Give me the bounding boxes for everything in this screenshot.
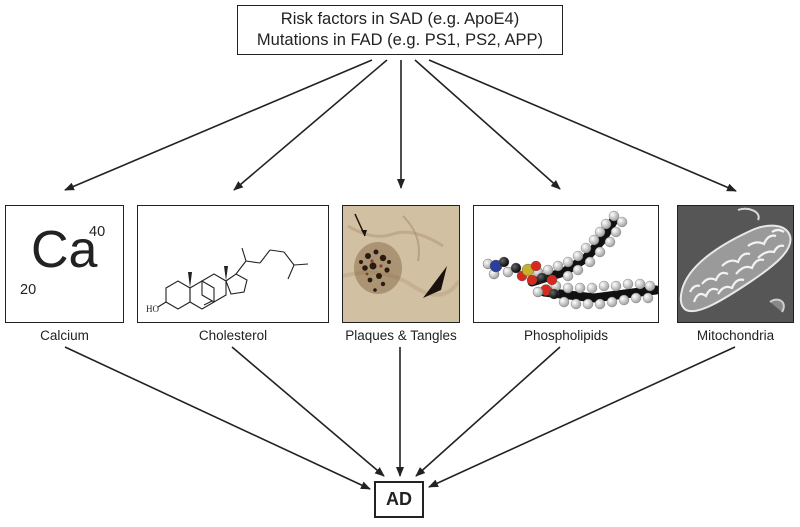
cholesterol-label: Cholesterol [198, 328, 268, 343]
calcium-atomic-number: 20 [20, 282, 37, 298]
calcium-label: Calcium [40, 328, 89, 343]
plaques-panel [342, 205, 460, 323]
arrow-calcium-to-ad [64, 346, 371, 490]
ad-label: AD [386, 489, 412, 509]
ad-box: AD [374, 481, 424, 518]
arrow-cholesterol-to-ad [231, 346, 385, 477]
phospholipids-label: Phospholipids [523, 328, 609, 343]
arrow-to-phospholipids [414, 59, 561, 190]
arrow-to-cholesterol [233, 59, 388, 191]
arrow-phospholipids-to-ad [415, 346, 561, 477]
calcium-panel: Ca 40 20 [5, 205, 124, 323]
risk-factors-box: Risk factors in SAD (e.g. ApoE4) Mutatio… [237, 5, 563, 55]
cholesterol-structure-image: HO [146, 247, 309, 314]
mitochondria-panel [677, 205, 794, 323]
arrow-to-mitochondria [428, 59, 737, 192]
hydroxyl-label: HO [146, 304, 159, 314]
risk-factors-sad-text: Risk factors in SAD (e.g. ApoE4) [280, 10, 520, 28]
arrow-to-calcium [64, 59, 373, 191]
calcium-mass-number: 40 [89, 224, 106, 240]
phospholipids-panel [473, 205, 659, 323]
plaques-tangles-micrograph [343, 206, 459, 322]
mitochondria-label: Mitochondria [696, 328, 775, 343]
mutations-fad-text: Mutations in FAD (e.g. PS1, PS2, APP) [256, 31, 544, 49]
cholesterol-panel: HO [137, 205, 329, 323]
mitochondria-micrograph [678, 206, 793, 322]
plaques-tangles-label: Plaques & Tangles [345, 328, 457, 343]
calcium-symbol: Ca [31, 221, 98, 279]
arrow-mitochondria-to-ad [428, 346, 736, 488]
phospholipid-molecule-image [482, 210, 658, 310]
